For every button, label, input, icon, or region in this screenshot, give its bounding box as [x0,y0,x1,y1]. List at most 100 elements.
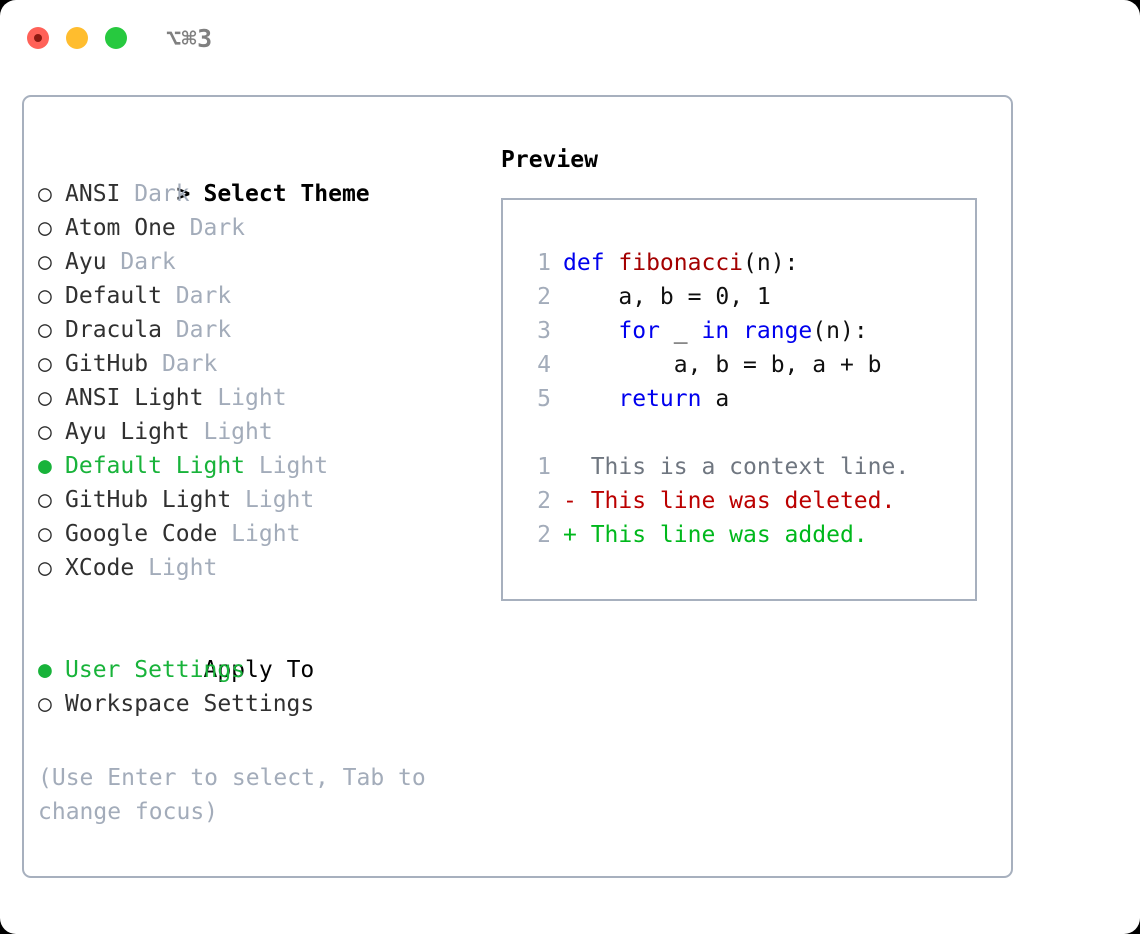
code-line-number: 5 [537,386,551,412]
theme-option-variant: Dark [175,215,246,241]
radio-unselected-icon: ○ [38,555,52,581]
hint-spacer [38,721,488,755]
radio-unselected-icon: ○ [38,521,52,547]
theme-option-label: GitHub [65,351,149,377]
apply-to-option-label: User Settings [65,657,246,683]
radio-unselected-icon: ○ [38,215,52,241]
theme-option-variant: Light [189,419,273,445]
theme-option-variant: Dark [161,283,232,309]
minimize-button[interactable] [66,27,88,49]
radio-unselected-icon: ○ [38,487,52,513]
title-bar: ⌥⌘3 [0,0,1140,76]
theme-option-label: Dracula [65,317,162,343]
code-line-number: 4 [537,352,551,378]
close-button[interactable] [27,27,49,49]
keyboard-hint: (Use Enter to select, Tab to change focu… [38,765,426,825]
apply-to-list: ● User Settings ○Workspace Settings [38,653,488,721]
theme-option-label: Default [65,283,162,309]
radio-unselected-icon: ○ [38,385,52,411]
theme-option-label: Ayu [65,249,107,275]
code-token: _ [659,318,702,344]
theme-option-ansi-light[interactable]: ○ ANSI Light Light [38,381,488,415]
window-controls [27,27,127,49]
code-token: 0 [715,284,730,310]
code-token: , [729,284,757,310]
code-token [563,318,618,344]
theme-option-label: Default Light [65,453,246,479]
code-diff-spacer [521,416,969,450]
radio-unselected-icon: ○ [38,419,52,445]
code-token [563,386,618,412]
theme-option-variant: Light [134,555,218,581]
code-token: def [563,250,619,276]
theme-option-atom-one[interactable]: ○ Atom One Dark [38,211,488,245]
theme-option-label: ANSI [65,181,121,207]
code-token: (n): [812,318,868,344]
radio-unselected-icon: ○ [38,317,52,343]
theme-option-xcode[interactable]: ○XCode Light [38,551,488,585]
apply-to-option-user-settings[interactable]: ● User Settings [38,653,488,687]
preview-title: Preview [501,147,598,173]
radio-selected-icon: ● [38,453,52,479]
theme-option-variant: Light [203,385,287,411]
theme-option-ayu-light[interactable]: ○ Ayu Light Light [38,415,488,449]
diff-line-text: - This line was deleted. [563,488,896,514]
diff-line-del: 2 - This line was deleted. [521,484,969,518]
theme-list: ○ ANSI Dark ○ Atom One Dark ○ Ayu Dark ○ Defaul… [38,177,488,585]
code-line-number: 1 [537,250,551,276]
select-theme-label: Select Theme [203,181,370,207]
theme-option-variant: Dark [106,249,176,275]
diff-line-text: + This line was added. [563,522,868,548]
code-token [729,318,743,344]
code-token: a [701,386,730,412]
theme-option-github[interactable]: ○GitHub Dark [38,347,488,381]
radio-unselected-icon: ○ [38,691,52,717]
theme-option-variant: Light [231,487,315,513]
code-line: 2 a, b = 0, 1 [521,280,969,314]
window-title: ⌥⌘3 [166,24,213,53]
code-token: (n): [743,250,799,276]
theme-option-dracula[interactable]: ○Dracula Dark [38,313,488,347]
diff-line-number: 1 [537,454,551,480]
diff-line-number: 2 [537,488,551,514]
code-line: 5 return a [521,382,969,416]
apply-to-option-workspace-settings[interactable]: ○Workspace Settings [38,687,488,721]
apply-to-header: ○Apply To [38,619,488,683]
prompt-icon: > [176,181,191,207]
maximize-button[interactable] [105,27,127,49]
radio-unselected-icon: ○ [38,283,52,309]
code-token: return [618,386,702,412]
code-line: 3 for _ in range(n): [521,314,969,348]
theme-option-google-code[interactable]: ○Google Code Light [38,517,488,551]
theme-option-variant: Light [245,453,329,479]
radio-unselected-icon: ○ [38,181,52,207]
diff-block: 1 This is a context line. 2 - This line wa… [521,450,969,552]
code-line-number: 2 [537,284,551,310]
theme-option-variant: Dark [120,181,190,207]
theme-option-default[interactable]: ○ Default Dark [38,279,488,313]
section-spacer [38,585,488,619]
theme-option-label: Google Code [65,521,218,547]
theme-option-label: ANSI Light [65,385,204,411]
theme-option-label: Atom One [65,215,176,241]
diff-line-ctx: 1 This is a context line. [521,450,969,484]
theme-option-github-light[interactable]: ○ GitHub Light Light [38,483,488,517]
close-icon [34,34,42,42]
apply-to-label: Apply To [203,657,315,683]
select-theme-header: > Select Theme [38,143,488,207]
radio-unselected-icon: ○ [38,249,52,275]
theme-option-label: GitHub Light [65,487,232,513]
theme-option-label: Ayu Light [65,419,190,445]
theme-option-default-light[interactable]: ● Default Light Light [38,449,488,483]
code-token: range [743,318,813,344]
theme-selector-column: >Select Theme ○ANSI Dark○Atom One Dark○A… [38,143,488,829]
theme-option-ayu[interactable]: ○ Ayu Dark [38,245,488,279]
main-panel: >Select Theme ○ANSI Dark○Atom One Dark○A… [22,95,1013,878]
radio-selected-icon: ● [38,657,52,683]
theme-option-ansi[interactable]: ○ ANSI Dark [38,177,488,211]
theme-option-variant: Dark [148,351,218,377]
